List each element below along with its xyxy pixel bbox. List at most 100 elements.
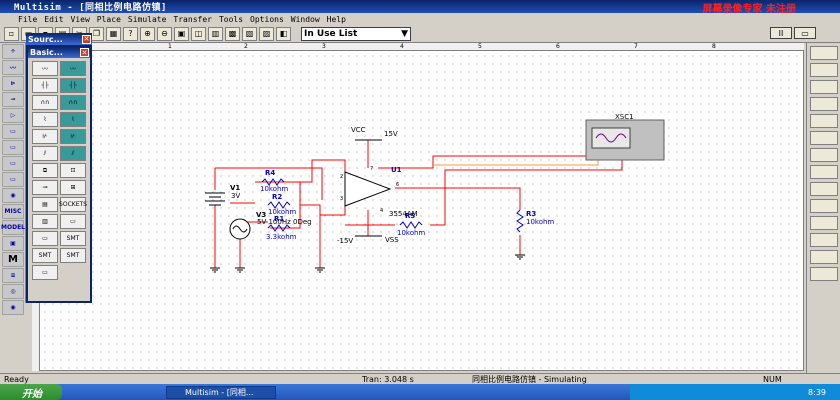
hierarchy-icon[interactable]: ▣ xyxy=(174,26,189,41)
diode-parts-icon[interactable]: ⊳ xyxy=(2,76,24,91)
inductor-icon[interactable]: ∩∩ xyxy=(32,95,58,110)
database-icon[interactable]: ◫ xyxy=(191,26,206,41)
postprocessor-icon[interactable]: ▩ xyxy=(225,26,240,41)
opamp-pin: 3 xyxy=(340,196,343,202)
inductor-virtual-icon[interactable]: ∩∩ xyxy=(60,95,86,110)
pause-button[interactable]: II xyxy=(770,27,792,39)
menu-help[interactable]: Help xyxy=(326,14,346,24)
new-file-icon[interactable]: ▫ xyxy=(4,26,19,41)
source-parts-icon[interactable]: ÷ xyxy=(2,44,24,59)
pot-icon[interactable]: ⌇ xyxy=(32,112,58,127)
pot-virtual-icon[interactable]: ⌇ xyxy=(60,112,86,127)
var-cap-icon[interactable]: ⊬ xyxy=(32,129,58,144)
capacitor-icon[interactable]: ┤├ xyxy=(32,78,58,93)
zoom-out-icon[interactable]: ⊖ xyxy=(157,26,172,41)
wire xyxy=(215,167,323,200)
paste-icon[interactable]: ▦ xyxy=(106,26,121,41)
v1-label: V1 xyxy=(230,184,240,192)
zoom-in-icon[interactable]: ⊕ xyxy=(140,26,155,41)
resistor-icon[interactable]: 〰 xyxy=(32,61,58,76)
function-generator-icon[interactable] xyxy=(810,63,838,77)
four-channel-scope-icon[interactable] xyxy=(810,114,838,128)
switch-icon[interactable]: ⊸ xyxy=(32,180,58,195)
grapher-icon[interactable]: ▧ xyxy=(242,26,257,41)
network-analyzer-icon[interactable] xyxy=(810,267,838,281)
wire xyxy=(300,200,346,216)
schematic-canvas[interactable] xyxy=(32,43,804,371)
bode-plotter-icon[interactable] xyxy=(810,131,838,145)
resistor-virtual-icon[interactable]: 〰 xyxy=(60,61,86,76)
vcc-label: VCC xyxy=(351,126,366,134)
r5-label: R5 xyxy=(405,212,415,220)
component-editor-icon[interactable]: ▥ xyxy=(208,26,223,41)
var-ind-virtual-icon[interactable]: ⫽ xyxy=(60,146,86,161)
ladder-icon[interactable]: ≡ xyxy=(2,268,24,283)
misc-parts-icon[interactable]: MISC xyxy=(2,204,24,219)
logic-converter-icon[interactable] xyxy=(810,199,838,213)
menu-edit[interactable]: Edit xyxy=(44,14,64,24)
menu-tools[interactable]: Tools xyxy=(218,14,244,24)
description-icon[interactable]: ▨ xyxy=(259,26,274,41)
indicator-parts-icon[interactable]: ◉ xyxy=(2,188,24,203)
transistor-parts-icon[interactable]: ⊸ xyxy=(2,92,24,107)
iv-analyzer-icon[interactable] xyxy=(810,216,838,230)
menu-simulate[interactable]: Simulate xyxy=(127,14,167,24)
var-ind-icon[interactable]: ⫽ xyxy=(32,146,58,161)
word-generator-icon[interactable] xyxy=(810,165,838,179)
start-button[interactable]: 开始 xyxy=(0,384,62,400)
erc-icon[interactable]: ◧ xyxy=(276,26,291,41)
logic-analyzer-icon[interactable] xyxy=(810,182,838,196)
menu-view[interactable]: View xyxy=(70,14,90,24)
copy-icon[interactable]: ❐ xyxy=(89,26,104,41)
smt-resistor-icon[interactable]: ▭ xyxy=(60,214,86,229)
connector-icon[interactable]: ⊞ xyxy=(60,180,86,195)
frequency-counter-icon[interactable] xyxy=(810,148,838,162)
smt-pot-icon[interactable]: SMT xyxy=(32,248,58,263)
source-palette-titlebar[interactable]: Sourc... ✕ xyxy=(26,33,92,45)
menu-window[interactable]: Window xyxy=(290,14,320,24)
r2-resistor-symbol xyxy=(267,201,291,209)
wattmeter-icon[interactable] xyxy=(810,80,838,94)
menu-options[interactable]: Options xyxy=(250,14,284,24)
monitor-icon[interactable]: ▣ xyxy=(2,236,24,251)
in-use-list-select[interactable]: In Use List ▼ xyxy=(301,26,411,41)
menu-place[interactable]: Place xyxy=(96,14,121,24)
rf-parts-icon[interactable]: ◎ xyxy=(2,284,24,299)
smt-misc-icon[interactable]: ▭ xyxy=(32,265,58,280)
capacitor-virtual-icon[interactable]: ┤├ xyxy=(60,78,86,93)
spectrum-analyzer-icon[interactable] xyxy=(810,250,838,264)
r2-label: R2 xyxy=(272,193,282,201)
electromech-icon[interactable]: ◉ xyxy=(2,300,24,315)
cmos-parts-icon[interactable]: ▭ xyxy=(2,140,24,155)
r3-value: 10kohm xyxy=(526,218,554,226)
multimeter-icon[interactable] xyxy=(810,46,838,60)
close-icon[interactable]: ✕ xyxy=(82,34,91,44)
menu-file[interactable]: File xyxy=(18,14,38,24)
m-parts-icon[interactable]: M xyxy=(2,252,24,267)
relay-icon[interactable]: ⊡ xyxy=(60,163,86,178)
model-parts-icon[interactable]: MODEL xyxy=(1,220,25,235)
smt-ind-icon[interactable]: SMT xyxy=(60,231,86,246)
smt-cap-icon[interactable]: ▭ xyxy=(32,231,58,246)
menu-transfer[interactable]: Transfer xyxy=(173,14,212,24)
var-cap-virtual-icon[interactable]: ⊬ xyxy=(60,129,86,144)
socket-icon[interactable]: ▤ xyxy=(32,197,58,212)
basic-parts-icon[interactable]: 〰 xyxy=(2,60,24,75)
help-icon[interactable]: ? xyxy=(123,26,138,41)
ic-icon[interactable]: ▥ xyxy=(32,214,58,229)
basic-palette-titlebar[interactable]: Basic... ✕ xyxy=(28,47,90,58)
transformer-icon[interactable]: ⧉ xyxy=(32,163,58,178)
mixed-parts-icon[interactable]: ▭ xyxy=(2,172,24,187)
close-icon[interactable]: ✕ xyxy=(80,48,89,57)
analog-parts-icon[interactable]: ▷ xyxy=(2,108,24,123)
taskbar-multisim[interactable]: Multisim - [同相... xyxy=(166,385,276,399)
top-ruler: 1 2 3 4 5 6 7 8 xyxy=(32,43,804,51)
distortion-analyzer-icon[interactable] xyxy=(810,233,838,247)
smt-var-icon[interactable]: SMT xyxy=(60,248,86,263)
oscilloscope-icon[interactable] xyxy=(810,97,838,111)
ttl-parts-icon[interactable]: ▭ xyxy=(2,124,24,139)
misc-digital-icon[interactable]: ▭ xyxy=(2,156,24,171)
run-switch-icon[interactable]: ▭ xyxy=(794,27,816,39)
sockets-icon[interactable]: SOCKETS xyxy=(59,197,87,212)
